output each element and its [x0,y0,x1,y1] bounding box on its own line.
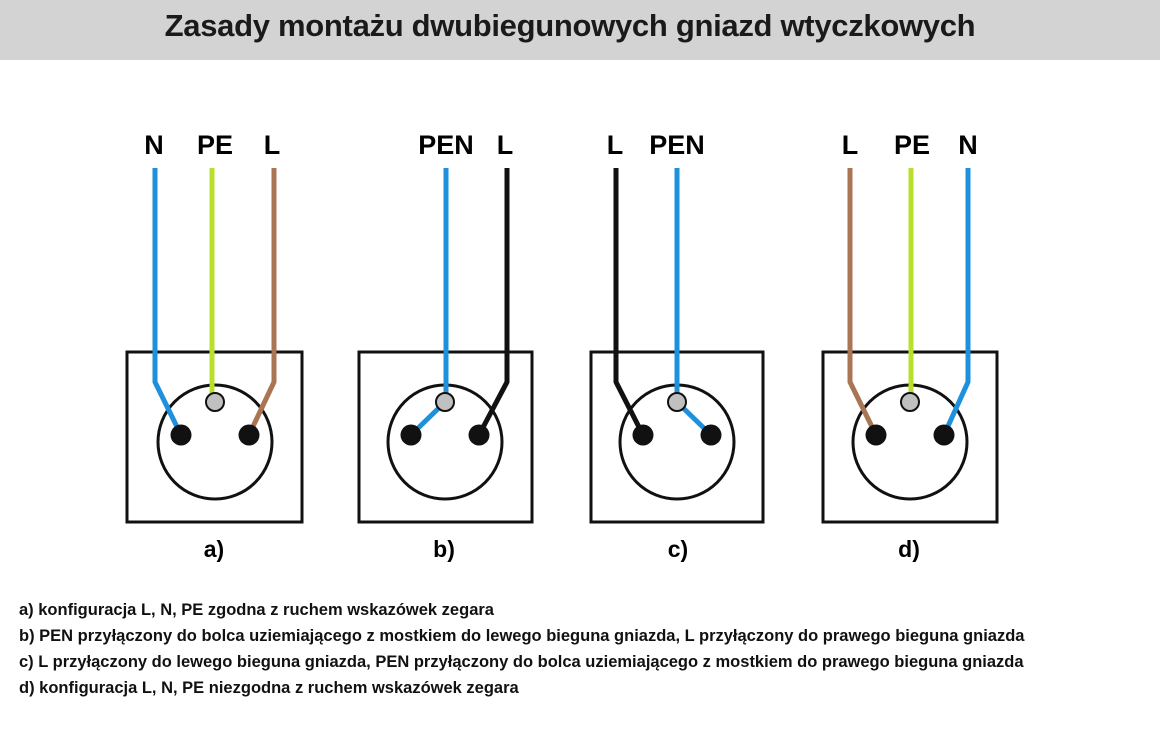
note-b: b) PEN przyłączony do bolca uziemiająceg… [19,627,1025,645]
ground-pin-b [435,392,455,412]
notes-list: a) konfiguracja L, N, PE zgodna z ruchem… [19,597,1149,701]
wire-label-d-pe: PE [894,130,930,160]
note-a: a) konfiguracja L, N, PE zgodna z ruchem… [19,601,494,619]
caption-b: b) [433,536,455,562]
note-d: d) konfiguracja L, N, PE niezgodna z ruc… [19,679,519,697]
left-pole-b [400,424,422,446]
wire-d-n [941,168,971,437]
wire-label-a-pe: PE [197,130,233,160]
note-c: c) L przyłączony do lewego bieguna gniaz… [19,653,1024,671]
wire-a-l [246,168,277,437]
caption-d: d) [898,536,920,562]
wire-label-c-l: L [607,130,624,160]
right-pole-b [468,424,490,446]
wire-label-d-n: N [958,130,978,160]
wire-label-b-pen: PEN [418,130,474,160]
left-pole-d [865,424,887,446]
caption-a: a) [204,536,224,562]
wire-c-l [613,168,646,437]
ground-pin-d [900,392,920,412]
wire-a-n [152,168,184,437]
left-pole-c [632,424,654,446]
ground-pin-c [667,392,687,412]
title-bar: Zasady montażu dwubiegunowych gniazd wty… [0,0,1160,60]
caption-c: c) [668,536,688,562]
wire-b-l [476,168,510,437]
right-pole-d [933,424,955,446]
right-pole-a [238,424,260,446]
wire-label-d-l: L [842,130,859,160]
wire-label-a-l: L [264,130,281,160]
wire-d-l [847,168,879,437]
wire-label-c-pen: PEN [649,130,705,160]
wire-label-b-l: L [497,130,514,160]
wire-label-a-n: N [144,130,164,160]
socket-circle-a [156,383,274,501]
left-pole-a [170,424,192,446]
ground-pin-a [205,392,225,412]
right-pole-c [700,424,722,446]
page-title: Zasady montażu dwubiegunowych gniazd wty… [164,8,976,43]
